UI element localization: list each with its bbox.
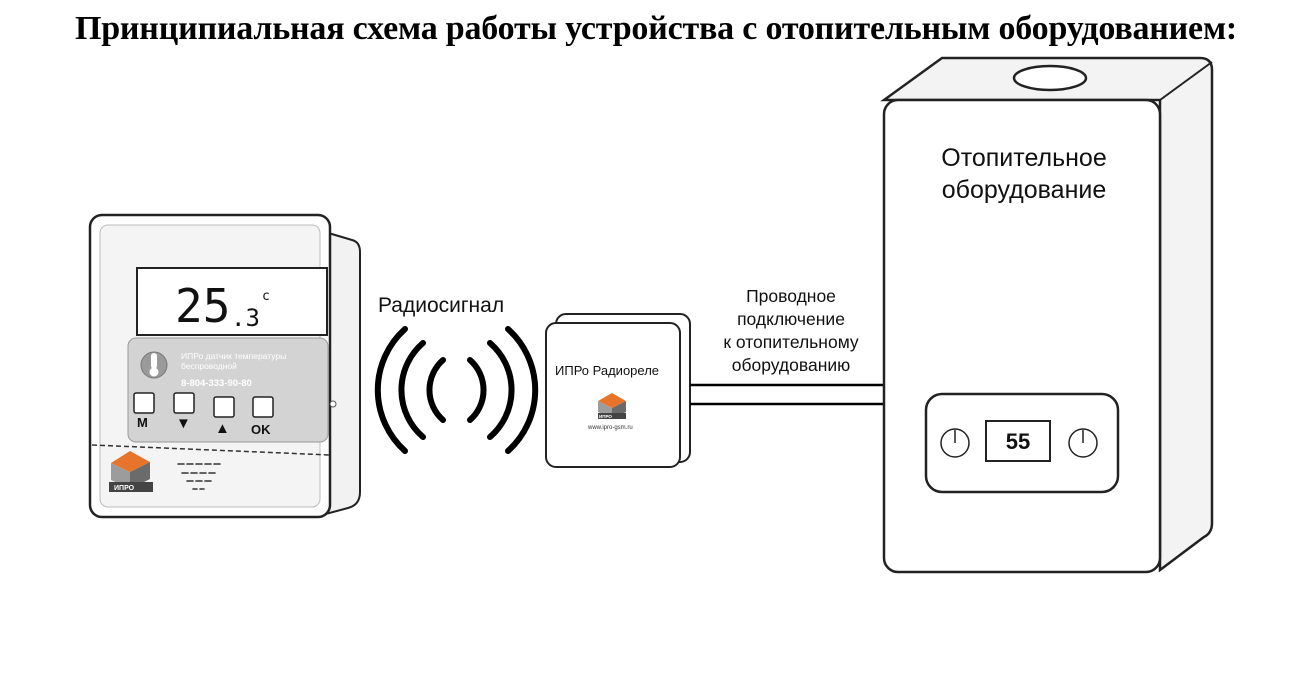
sensor-lcd (136, 267, 328, 336)
sensor-button-ok-label: OK (251, 422, 271, 437)
wire-label-line1: Проводное (746, 286, 836, 306)
left-knob-icon (940, 428, 970, 458)
temperature-sensor-device (88, 213, 361, 519)
relay-label: ИПРо Радиореле (555, 363, 659, 378)
sensor-label-panel (127, 337, 329, 443)
sensor-button-up (213, 396, 235, 418)
heater-display-value: 55 (1006, 429, 1030, 454)
relay-brand: ИПРО (599, 414, 612, 419)
right-knob-icon (1068, 428, 1098, 458)
sensor-display-value: 25 (175, 279, 230, 333)
wire-connection (690, 383, 884, 406)
radio-relay-device (545, 313, 691, 468)
thermometer-icon (140, 351, 168, 379)
sensor-button-m-label: M (137, 415, 148, 430)
heater-label-line2: оборудование (942, 176, 1107, 204)
radio-waves-icon (374, 326, 539, 454)
sensor-label-line2: беспроводной (181, 361, 237, 371)
sensor-button-down-label: ▼ (176, 415, 191, 432)
page-title: Принципиальная схема работы устройства с… (74, 10, 1238, 47)
wire-label-line3: к отопительному (723, 332, 859, 352)
sensor-brand: ИПРО (114, 485, 135, 492)
wire-label-line2: подключение (737, 309, 845, 329)
sensor-display-decimal: .3 (231, 304, 260, 332)
sensor-button-ok (252, 396, 274, 418)
wire-label-line4: оборудованию (732, 355, 851, 375)
ipro-logo-relay (598, 393, 626, 419)
sensor-phone: 8-804-333-90-80 (181, 378, 252, 389)
sensor-button-down (173, 392, 195, 414)
sensor-display-unit: c (262, 289, 270, 304)
heater-label-line1: Отопительное (941, 144, 1107, 172)
ipro-logo-sensor (109, 451, 153, 492)
sensor-label-line1: ИПРо датчик температуры (181, 351, 286, 361)
radio-signal-label: Радиосигнал (378, 294, 504, 317)
speaker-grille (177, 463, 221, 490)
sensor-button-up-label: ▲ (215, 420, 230, 437)
sensor-button-m (133, 392, 155, 414)
heater-display (985, 420, 1051, 462)
heating-equipment (880, 56, 1214, 574)
relay-url: www.ipro-gsm.ru (587, 425, 633, 431)
